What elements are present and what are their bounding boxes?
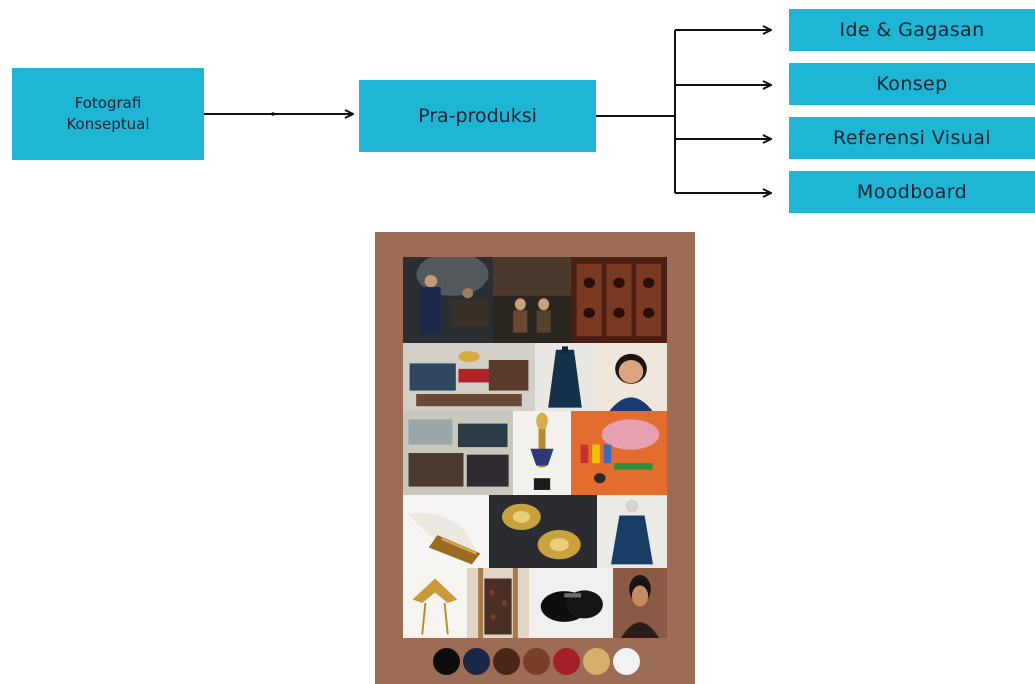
carved-wooden-panel-photo (571, 257, 667, 343)
palette-swatch (463, 648, 490, 675)
mannequin-in-kebaya-photo (597, 495, 667, 568)
dark-kebaya-jacket-photo (535, 343, 595, 411)
palette-swatch (433, 648, 460, 675)
gold-trophy-photo (513, 411, 571, 495)
node-referensi-visual: Referensi Visual (789, 117, 1035, 159)
black-hair-bun-photo (529, 568, 613, 638)
node-fotografi-konseptual: Fotografi Konseptual (12, 68, 204, 160)
node-label: Ide & Gagasan (839, 19, 985, 41)
palette-swatch (613, 648, 640, 675)
node-label-line1: Fotografi (74, 94, 142, 112)
seated-couple-photo (493, 257, 571, 343)
folded-clothes-photo (403, 411, 513, 495)
palette-swatch (493, 648, 520, 675)
performer-on-stage-photo (403, 257, 493, 343)
gold-hairpin-photo (403, 568, 467, 638)
palette-swatch (553, 648, 580, 675)
node-label: Referensi Visual (833, 127, 991, 149)
node-ide-gagasan: Ide & Gagasan (789, 9, 1035, 51)
connector-lines (204, 0, 1035, 230)
palette-swatch (523, 648, 550, 675)
connector-dot (271, 112, 275, 116)
node-konsep: Konsep (789, 63, 1035, 105)
node-pra-produksi: Pra-produksi (359, 80, 596, 152)
batik-cloth-photo (467, 568, 529, 638)
node-label: Konsep (876, 73, 948, 95)
woman-portrait-photo (613, 568, 667, 638)
smiling-girl-photo (595, 343, 667, 411)
node-moodboard: Moodboard (789, 171, 1035, 213)
node-label: Pra-produksi (418, 105, 537, 127)
node-label-line2: Konseptual (66, 115, 150, 133)
gold-sequin-trim-photo (403, 495, 489, 568)
palette-swatch (583, 648, 610, 675)
fabric-and-accessories-photo (403, 343, 535, 411)
moodboard-collage (375, 232, 695, 684)
gold-brooches-photo (489, 495, 597, 568)
sewing-kit-photo (571, 411, 667, 495)
node-label: Moodboard (856, 181, 968, 203)
